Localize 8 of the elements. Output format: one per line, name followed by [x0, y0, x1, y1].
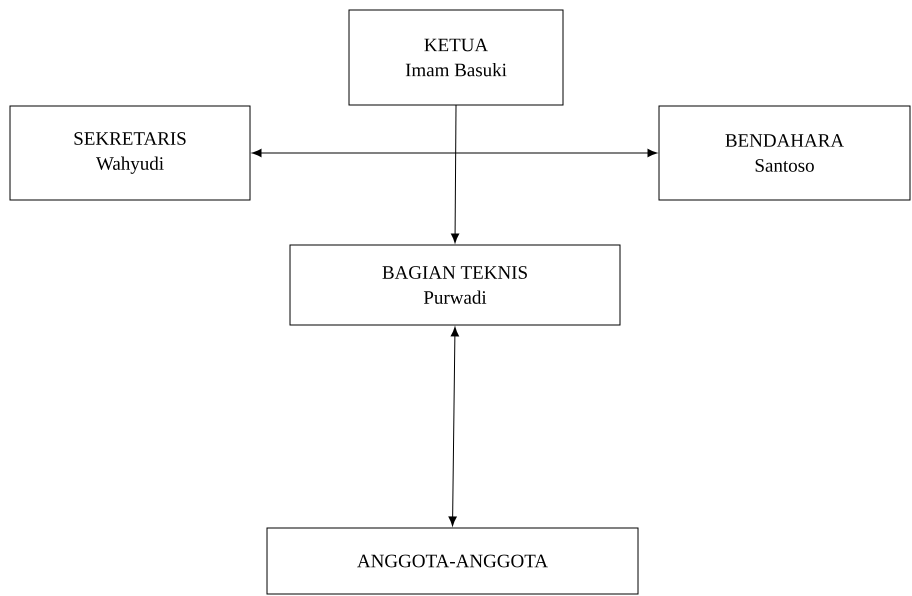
arrow	[448, 326, 459, 526]
org-box: KETUA Imam Basuki	[348, 10, 564, 106]
org-box: BENDAHARA Santoso	[658, 106, 910, 200]
org-box: SEKRETARIS Wahyudi	[10, 106, 250, 200]
arrow	[252, 148, 658, 158]
org-box: BAGIAN TEKNIS Purwadi	[290, 244, 620, 326]
arrow	[451, 105, 460, 244]
org-box: ANGGOTA-ANGGOTA	[266, 528, 638, 594]
